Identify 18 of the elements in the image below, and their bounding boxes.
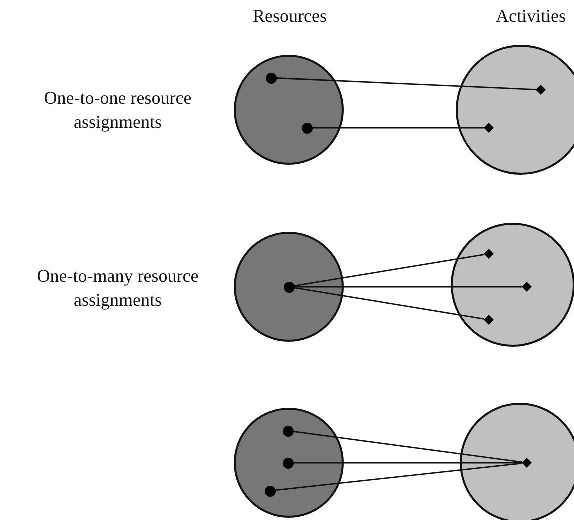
connector-line — [276, 78, 536, 90]
connector-line — [294, 462, 522, 464]
resource-dot — [266, 72, 276, 84]
connector-line — [294, 287, 484, 320]
resource-dot — [302, 122, 312, 134]
resource-dot — [282, 458, 294, 468]
connector-line — [275, 462, 522, 492]
connector-line — [293, 431, 522, 464]
row-label: One-to-one resource assignments — [43, 87, 193, 134]
column-heading: Resources — [252, 5, 328, 28]
connector-line — [294, 254, 484, 287]
resource-dot — [284, 282, 294, 292]
resource-dot — [282, 426, 294, 436]
connector-line — [312, 127, 484, 129]
connector-line — [294, 286, 522, 288]
resource-dot — [264, 486, 276, 496]
column-heading: Activities — [495, 5, 567, 28]
row-label: One-to-many resource assignments — [36, 265, 200, 312]
